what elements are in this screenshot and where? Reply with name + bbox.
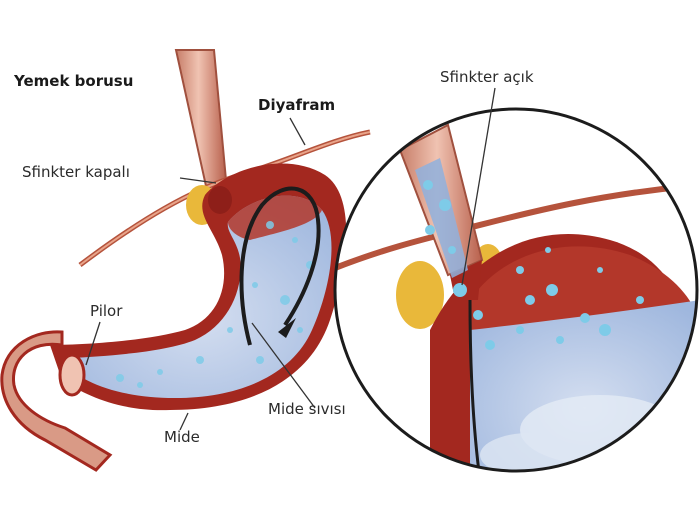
- label-sphincter-closed: Sfinkter kapalı: [22, 163, 130, 181]
- sphincter-closed-knob: [208, 186, 232, 214]
- duodenum: [0, 330, 113, 472]
- fluid-bubbles-zoom: [423, 180, 644, 350]
- label-esophagus: Yemek borusu: [14, 72, 134, 90]
- leader-lines: [85, 87, 496, 431]
- label-stomach: Mide: [164, 428, 200, 446]
- esophagus-tube: [174, 49, 228, 188]
- label-diaphragm: Diyafram: [258, 96, 336, 114]
- zoom-circle-border: [333, 107, 699, 473]
- zoom-circle: [333, 107, 699, 473]
- pylorus-ring: [58, 353, 86, 397]
- reflux-arrow-left: [239, 186, 321, 346]
- label-sphincter-open: Sfinkter açık: [440, 68, 534, 86]
- stomach-fluid: [70, 195, 332, 398]
- label-pylorus: Pilor: [90, 302, 123, 320]
- left-stomach: [0, 49, 371, 472]
- fluid-bubbles-left: [116, 221, 314, 388]
- label-stomach-fluid: Mide sıvısı: [268, 400, 346, 418]
